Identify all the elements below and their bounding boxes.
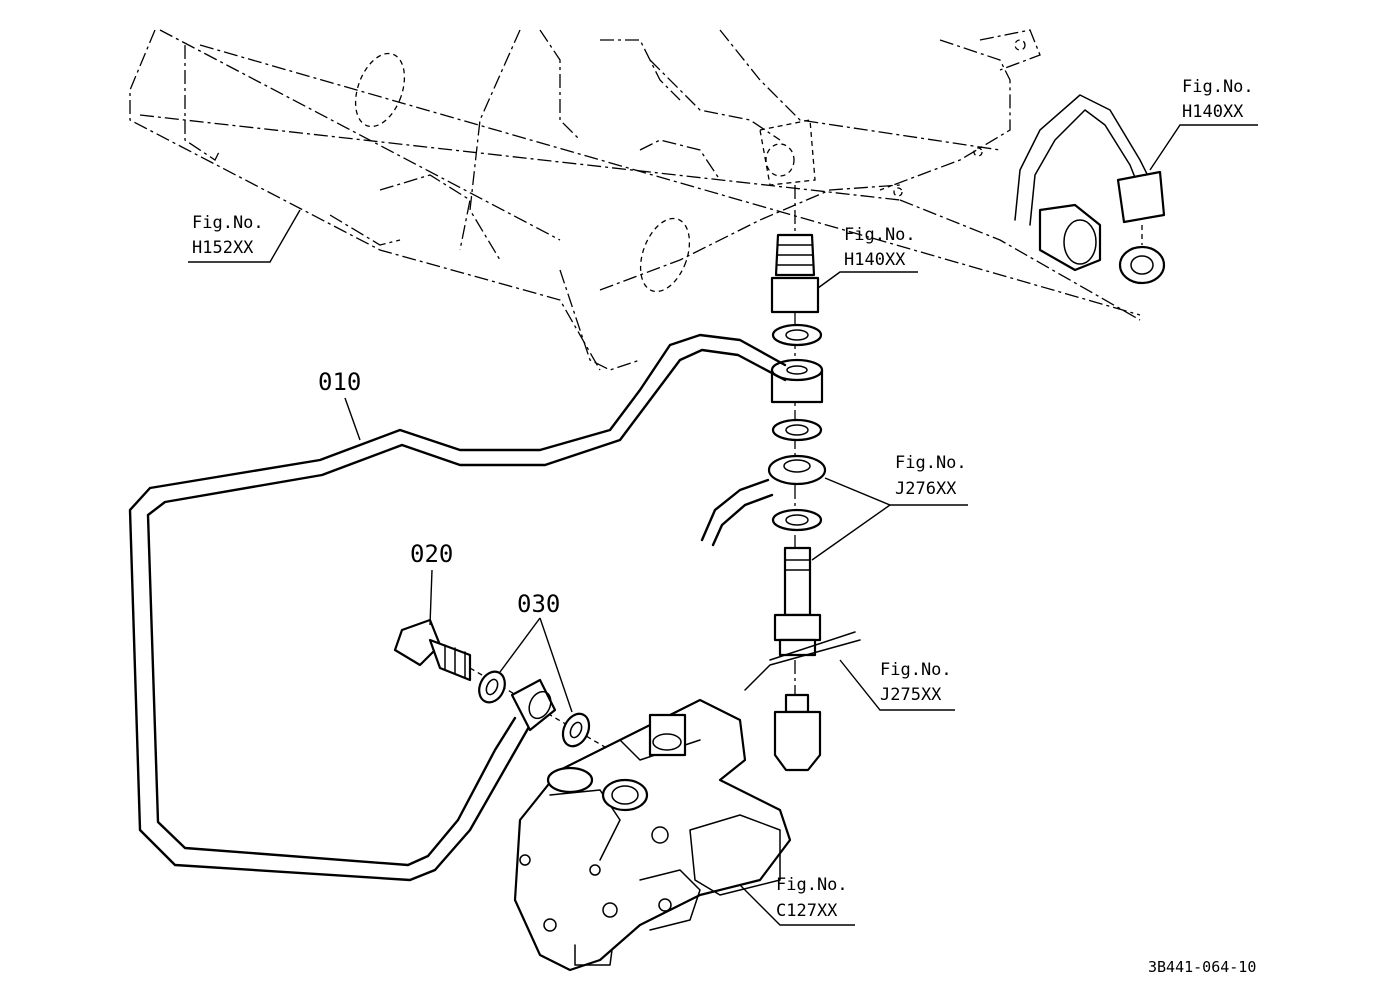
label-fig-j275: Fig.No. J275XX <box>880 660 952 705</box>
pipe-h140-assembly <box>1014 94 1166 285</box>
part-number-030: 030 <box>517 590 560 618</box>
leader-lines <box>188 124 1258 926</box>
svg-text:Fig.No.: Fig.No. <box>895 453 967 473</box>
label-fig-h140-mid: Fig.No. H140XX <box>844 225 916 270</box>
washers-030 <box>478 670 591 748</box>
part-number-010: 010 <box>318 368 361 396</box>
svg-text:J276XX: J276XX <box>895 479 957 499</box>
label-fig-h140-top: Fig.No. H140XX <box>1182 77 1254 122</box>
svg-text:Fig.No.: Fig.No. <box>192 213 264 233</box>
vertical-fitting-stack <box>700 185 861 772</box>
svg-text:Fig.No.: Fig.No. <box>1182 77 1254 97</box>
control-valve <box>513 698 792 972</box>
label-fig-c127: Fig.No. C127XX <box>776 875 848 921</box>
label-fig-j276: Fig.No. J276XX <box>895 453 967 499</box>
svg-text:C127XX: C127XX <box>776 901 838 921</box>
label-fig-h152: Fig.No. H152XX <box>192 213 264 258</box>
frame-phantom <box>129 29 1141 371</box>
svg-text:H140XX: H140XX <box>844 250 906 270</box>
svg-text:J275XX: J275XX <box>880 685 942 705</box>
svg-text:H152XX: H152XX <box>192 238 254 258</box>
pipe-010 <box>128 333 787 882</box>
svg-text:H140XX: H140XX <box>1182 102 1244 122</box>
svg-text:Fig.No.: Fig.No. <box>880 660 952 680</box>
part-number-020: 020 <box>410 540 453 568</box>
svg-text:Fig.No.: Fig.No. <box>776 875 848 895</box>
svg-text:Fig.No.: Fig.No. <box>844 225 916 245</box>
banjo-bolt-020 <box>393 618 611 751</box>
drawing-code: 3B441-064-10 <box>1148 958 1256 976</box>
